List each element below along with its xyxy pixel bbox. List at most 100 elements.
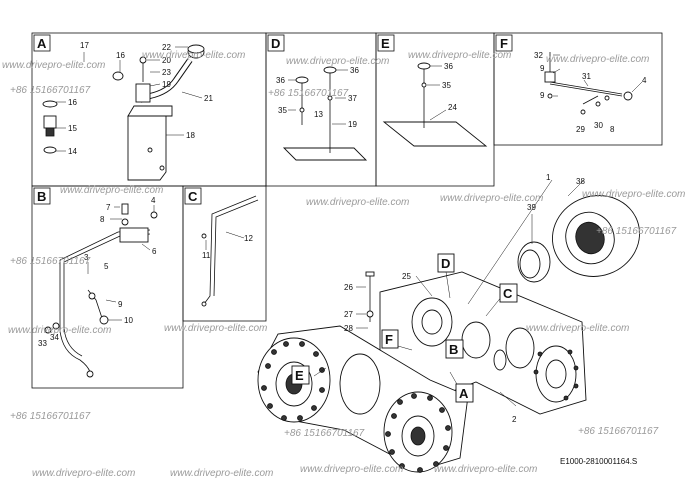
callout: 22	[162, 43, 171, 52]
view-tag-b: B	[449, 342, 458, 357]
callout: 4	[642, 76, 647, 85]
panel-d-letter: D	[271, 36, 280, 51]
callout: 36	[276, 76, 285, 85]
callout: 2	[512, 415, 517, 424]
callout: 23	[162, 68, 171, 77]
watermark-phone: +86 15166701167	[10, 85, 91, 96]
panel-a-drawing	[42, 44, 205, 181]
callout: 32	[534, 51, 543, 60]
watermark-site: www.drivepro-elite.com	[8, 325, 111, 336]
watermark-site: www.drivepro-elite.com	[32, 468, 135, 479]
callout: 18	[186, 131, 195, 140]
callout: 36	[444, 62, 453, 71]
callout: 27	[344, 310, 353, 319]
panel-e-callouts: 36 35 24	[442, 62, 457, 112]
view-tag-f: F	[385, 332, 393, 347]
callout: 9	[540, 91, 545, 100]
callout: 38	[576, 177, 585, 186]
watermark-site: www.drivepro-elite.com	[300, 464, 403, 475]
panel-f-drawing	[544, 52, 643, 115]
view-tag-d: D	[441, 256, 450, 271]
panel-b-drawing	[44, 203, 158, 378]
watermarks: www.drivepro-elite.com www.drivepro-elit…	[2, 50, 685, 479]
callout: 10	[124, 316, 133, 325]
callout: 12	[244, 234, 253, 243]
callout: 9	[118, 300, 123, 309]
watermark-site: www.drivepro-elite.com	[434, 464, 537, 475]
callout: 8	[610, 125, 615, 134]
panel-c-drawing	[201, 195, 259, 307]
watermark-site: www.drivepro-elite.com	[60, 185, 163, 196]
callout: 29	[576, 125, 585, 134]
watermark-phone: +86 15166701167	[578, 426, 659, 437]
panel-c-callouts: 11 12	[202, 234, 253, 260]
callout: 9	[540, 64, 545, 73]
callout: 26	[344, 283, 353, 292]
panel-f-letter: F	[500, 36, 508, 51]
panel-d-callouts: 36 36 37 35 13 19	[276, 66, 359, 129]
panel-b-callouts: 7 4 8 6 3 5 9 10 33 34	[38, 196, 157, 348]
view-tag-a: A	[459, 386, 469, 401]
panel-frames	[31, 32, 663, 389]
callout: 35	[442, 81, 451, 90]
main-callouts: 1 38 39 26 25 27 28 2	[344, 173, 585, 424]
watermark-phone: +86 15166701167	[10, 411, 91, 422]
panel-a-callouts: 17 16 22 20 23 19 21 16 15 14 18	[68, 41, 213, 156]
callout: 19	[162, 80, 171, 89]
watermark-site: www.drivepro-elite.com	[164, 323, 267, 334]
watermark-phone: +86 15166701167	[268, 88, 349, 99]
panel-a-letter: A	[37, 36, 47, 51]
callout: 25	[402, 272, 411, 281]
watermark-phone: +86 15166701167	[596, 226, 677, 237]
callout: 31	[582, 72, 591, 81]
drawing-code: E1000-2810001164.S	[560, 457, 637, 466]
callout: 16	[68, 98, 77, 107]
watermark-site: www.drivepro-elite.com	[2, 60, 105, 71]
watermark-site: www.drivepro-elite.com	[440, 193, 543, 204]
callout: 21	[204, 94, 213, 103]
callout: 34	[50, 333, 59, 342]
callout: 1	[546, 173, 551, 182]
callout: 37	[348, 94, 357, 103]
panel-b-letter: B	[37, 189, 46, 204]
panel-e-letter: E	[381, 36, 390, 51]
watermark-site: www.drivepro-elite.com	[142, 50, 245, 61]
watermark-phone: +86 15166701167	[10, 256, 91, 267]
callout: 3	[84, 253, 89, 262]
watermark-site: www.drivepro-elite.com	[286, 56, 389, 67]
callout: 28	[344, 324, 353, 333]
watermark-site: www.drivepro-elite.com	[582, 189, 685, 200]
callout: 30	[594, 121, 603, 130]
view-tag-c: C	[503, 286, 513, 301]
callout: 8	[100, 215, 105, 224]
main-view-tags: D C F B E A	[291, 253, 518, 403]
callout: 39	[527, 203, 536, 212]
callout: 7	[106, 203, 111, 212]
callout: 35	[278, 106, 287, 115]
callout: 4	[151, 196, 156, 205]
callout: 6	[152, 247, 157, 256]
callout: 19	[348, 120, 357, 129]
panel-e-drawing	[382, 62, 488, 147]
callout: 13	[314, 110, 323, 119]
callout: 16	[116, 51, 125, 60]
watermark-site: www.drivepro-elite.com	[408, 50, 511, 61]
callout: 15	[68, 124, 77, 133]
view-tag-e: E	[295, 368, 304, 383]
callout: 5	[104, 262, 109, 271]
panel-letters: A D E F B C	[33, 34, 513, 205]
panel-d-drawing	[282, 66, 368, 161]
watermark-site: www.drivepro-elite.com	[546, 54, 649, 65]
callout: 14	[68, 147, 77, 156]
watermark-site: www.drivepro-elite.com	[306, 197, 409, 208]
callout: 11	[202, 251, 211, 260]
callout: 20	[162, 56, 171, 65]
panel-c-letter: C	[188, 189, 198, 204]
watermark-site: www.drivepro-elite.com	[170, 468, 273, 479]
panel-f-callouts: 32 9 31 4 9 29 30 8	[534, 51, 647, 134]
watermark-phone: +86 15166701167	[284, 428, 365, 439]
callout: 36	[350, 66, 359, 75]
watermark-site: www.drivepro-elite.com	[526, 323, 629, 334]
callout: 17	[80, 41, 89, 50]
